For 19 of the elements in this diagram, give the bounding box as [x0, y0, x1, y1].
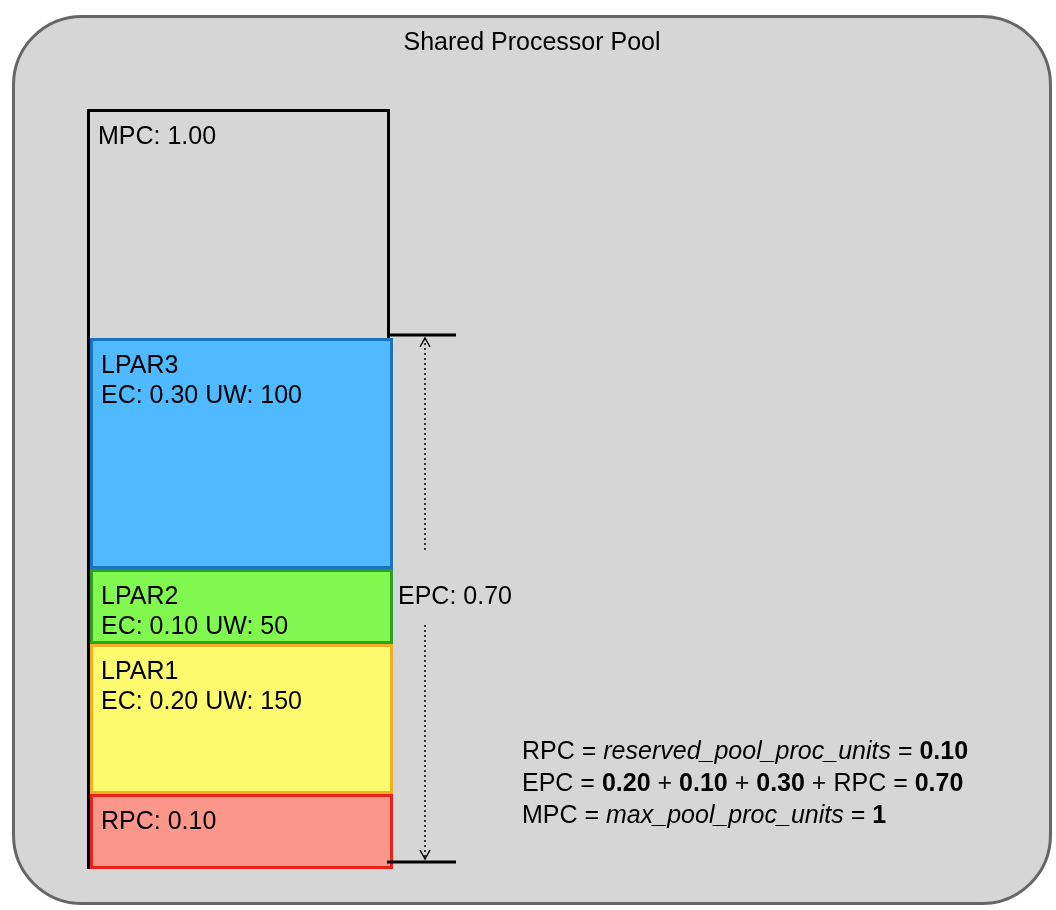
lpar-block	[90, 569, 393, 644]
block-values: EC: 0.20 UW: 150	[101, 685, 303, 715]
block-values: EC: 0.10 UW: 50	[101, 610, 289, 640]
block-values: EC: 0.30 UW: 100	[101, 379, 303, 409]
lpar-block	[90, 338, 393, 569]
formula-text: EPC = 0.20 + 0.10 + 0.30 + RPC = 0.70	[522, 767, 964, 797]
dimension-label: EPC: 0.70	[398, 580, 512, 610]
formula-text: RPC = reserved_pool_proc_units = 0.10	[522, 735, 969, 765]
mpc-box	[87, 109, 390, 869]
pool-panel	[12, 15, 1052, 905]
reserved-block	[90, 794, 393, 869]
block-title: LPAR2	[101, 580, 179, 610]
formula-text: MPC = max_pool_proc_units = 1	[522, 799, 887, 829]
block-label: MPC: 1.00	[98, 120, 217, 150]
block-label: RPC: 0.10	[101, 805, 217, 835]
block-title: LPAR3	[101, 349, 179, 379]
block-title: LPAR1	[101, 655, 179, 685]
lpar-block	[90, 644, 393, 794]
pool-title: Shared Processor Pool	[403, 26, 661, 56]
